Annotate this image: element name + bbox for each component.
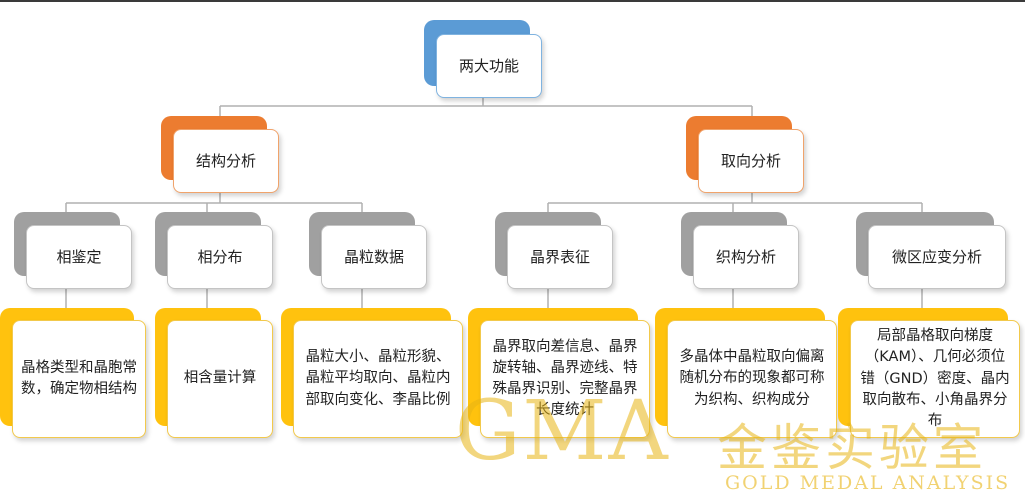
- node-phase-identification-card: 相鉴定: [26, 225, 132, 289]
- branch-orientation-card: 取向分析: [698, 129, 804, 193]
- root-label: 两大功能: [458, 56, 519, 75]
- micro-strain-label: 微区应变分析: [891, 247, 982, 266]
- node-grain-boundary-card: 晶界表征: [507, 225, 613, 289]
- node-grain-data: 晶粒数据: [309, 212, 427, 292]
- phase-identification-detail: 晶格类型和晶胞常数，确定物相结构: [21, 359, 137, 397]
- phase-distribution-detail: 相含量计算: [183, 370, 257, 387]
- detail-phase-identification-card: 晶格类型和晶胞常数，确定物相结构: [12, 320, 146, 438]
- detail-phase-distribution-card: 相含量计算: [167, 320, 273, 438]
- node-texture-analysis: 织构分析: [681, 212, 799, 292]
- micro-strain-detail: 局部晶格取向梯度（KAM）、几何必须位错（GND）密度、晶内取向散布、小角晶界分…: [860, 328, 1010, 429]
- branch-structure-analysis: 结构分析: [161, 116, 279, 196]
- grain-data-detail: 晶粒大小、晶粒形貌、晶粒平均取向、晶粒内部取向变化、李晶比例: [305, 349, 451, 408]
- detail-grain-data: 晶粒大小、晶粒形貌、晶粒平均取向、晶粒内部取向变化、李晶比例: [281, 308, 463, 440]
- branch-orientation-analysis: 取向分析: [686, 116, 804, 196]
- node-micro-strain-card: 微区应变分析: [868, 225, 1006, 289]
- detail-micro-strain-card: 局部晶格取向梯度（KAM）、几何必须位错（GND）密度、晶内取向散布、小角晶界分…: [850, 320, 1020, 438]
- node-grain-data-card: 晶粒数据: [321, 225, 427, 289]
- branch-structure-card: 结构分析: [173, 129, 279, 193]
- grain-data-label: 晶粒数据: [343, 247, 404, 266]
- detail-texture-analysis: 多晶体中晶粒取向偏离随机分布的现象都可称为织构、织构成分: [655, 308, 837, 440]
- node-micro-strain: 微区应变分析: [856, 212, 1006, 292]
- detail-phase-identification: 晶格类型和晶胞常数，确定物相结构: [0, 308, 146, 440]
- detail-grain-boundary: 晶界取向差信息、晶界旋转轴、晶界迹线、特殊晶界识别、完整晶界长度统计: [468, 308, 650, 440]
- root-node-card: 两大功能: [436, 34, 542, 98]
- phase-distribution-label: 相分布: [197, 247, 243, 266]
- grain-boundary-label: 晶界表征: [529, 247, 590, 266]
- node-phase-distribution: 相分布: [155, 212, 273, 292]
- node-texture-analysis-card: 织构分析: [693, 225, 799, 289]
- node-phase-distribution-card: 相分布: [167, 225, 273, 289]
- detail-micro-strain: 局部晶格取向梯度（KAM）、几何必须位错（GND）密度、晶内取向散布、小角晶界分…: [838, 308, 1020, 440]
- node-phase-identification: 相鉴定: [14, 212, 132, 292]
- root-node: 两大功能: [424, 20, 542, 100]
- grain-boundary-detail: 晶界取向差信息、晶界旋转轴、晶界迹线、特殊晶界识别、完整晶界长度统计: [492, 338, 638, 419]
- detail-grain-data-card: 晶粒大小、晶粒形貌、晶粒平均取向、晶粒内部取向变化、李晶比例: [293, 320, 463, 438]
- texture-analysis-label: 织构分析: [715, 247, 776, 266]
- node-grain-boundary: 晶界表征: [495, 212, 613, 292]
- branch-orientation-label: 取向分析: [720, 151, 781, 170]
- detail-phase-distribution: 相含量计算: [155, 308, 273, 440]
- top-border-line: [0, 0, 1025, 2]
- branch-structure-label: 结构分析: [195, 151, 256, 170]
- detail-texture-analysis-card: 多晶体中晶粒取向偏离随机分布的现象都可称为织构、织构成分: [667, 320, 837, 438]
- texture-analysis-detail: 多晶体中晶粒取向偏离随机分布的现象都可称为织构、织构成分: [679, 349, 825, 408]
- phase-identification-label: 相鉴定: [56, 247, 102, 266]
- detail-grain-boundary-card: 晶界取向差信息、晶界旋转轴、晶界迹线、特殊晶界识别、完整晶界长度统计: [480, 320, 650, 438]
